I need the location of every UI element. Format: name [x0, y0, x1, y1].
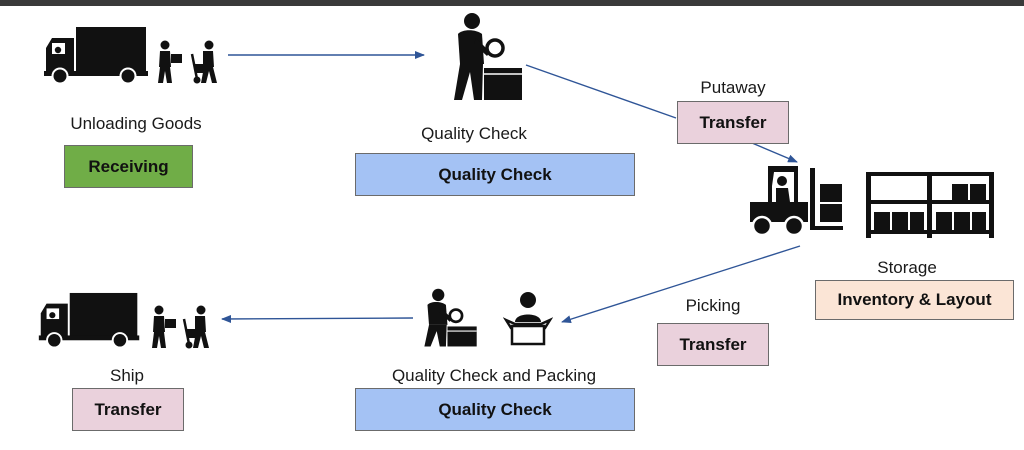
receiving-tag: Receiving [64, 145, 193, 188]
ship-caption: Ship [109, 366, 145, 385]
worker-with-hand-truck-icon [190, 40, 217, 84]
arrow-packing-to-ship [221, 314, 414, 323]
forklift-icon [750, 166, 843, 237]
packing-quality-check-tag: Quality Check [355, 388, 635, 431]
picking-transfer-tag: Transfer [657, 323, 769, 366]
inspector-magnifier-icon [424, 288, 477, 347]
arrow-putaway-to-storage [751, 142, 798, 163]
arrow-quality-check-to-putaway [525, 64, 677, 119]
storage-caption: Storage [877, 258, 937, 277]
worker-carrying-box-icon [158, 40, 182, 83]
open-box-person-icon [503, 292, 553, 346]
qc-packing-caption: Quality Check and Packing [391, 366, 597, 385]
inventory-layout-tag: Inventory & Layout [815, 280, 1014, 320]
picking-caption: Picking [685, 296, 741, 315]
putaway-transfer-tag: Transfer [677, 101, 789, 144]
warehouse-shelf-icon [866, 172, 994, 238]
quality-check-tag: Quality Check [355, 153, 635, 196]
inspector-magnifier-icon [454, 13, 522, 100]
worker-carrying-box-icon [152, 305, 176, 348]
arrow-storage-to-packing [561, 245, 801, 324]
ship-transfer-tag: Transfer [72, 388, 184, 431]
top-border [0, 0, 1024, 6]
truck-icon [38, 292, 140, 348]
quality-check-caption: Quality Check [421, 124, 527, 143]
worker-with-hand-truck-icon [182, 305, 209, 349]
unloading-caption: Unloading Goods [70, 114, 202, 133]
truck-icon [44, 27, 148, 84]
putaway-caption: Putaway [700, 78, 766, 97]
